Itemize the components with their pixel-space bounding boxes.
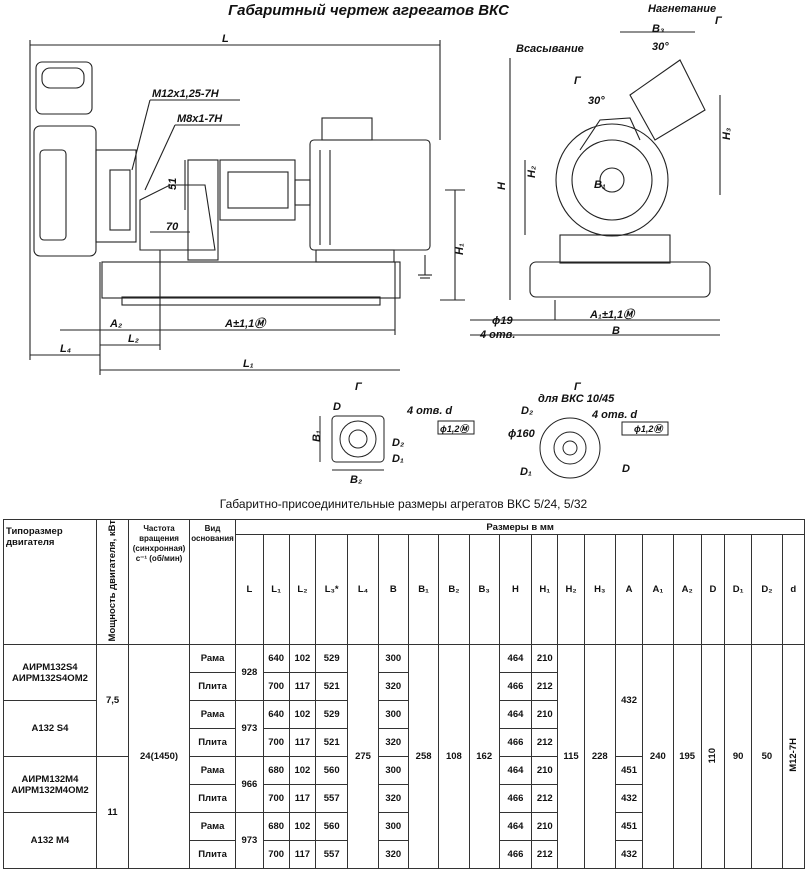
label-suction: Всасывание [516,43,584,55]
hdr-power: Мощность двигателя, кВт [95,518,130,646]
label-30-top: 30° [652,41,669,53]
label-L2: L₂ [128,333,139,345]
hdr-sizes: Размеры в мм [235,518,805,536]
flange-square [331,415,385,463]
label-B3: B₃ [652,23,664,35]
label-G-side: Г [574,75,582,87]
technical-drawing: L M12x1,25-7H M8x1-7H 51 70 A₂ A±1,1Ⓜ L₂… [29,3,733,486]
label-H1: H₁ [454,243,466,255]
label-D: D [333,401,341,413]
label-A1: A±1,1Ⓜ [224,317,267,330]
label-holesD2: 4 отв. d [591,409,637,421]
pump-front-casing [555,123,669,237]
label-D1: D₁ [392,453,404,465]
label-L1: L₁ [243,358,254,370]
label-thread1: M12x1,25-7H [152,88,220,100]
label-D2: D₂ [392,437,404,449]
label-viewG: Г [355,381,363,393]
front-base [529,261,711,298]
hdr-speed: Частота вращения (синхронная) с⁻¹ (об/ми… [128,518,190,646]
label-51: 51 [167,178,179,190]
motor [309,139,431,251]
hdr-base: Вид основания [188,518,237,646]
label-hole19: ϕ19 [492,315,513,327]
label-d160: ϕ160 [508,428,536,440]
flange-round [539,417,601,479]
label-70: 70 [166,221,179,233]
label-tol: ϕ1,2Ⓜ [440,424,470,434]
label-Db: D [622,463,630,475]
label-L4: L₄ [60,343,71,355]
label-G-top: Г [715,15,723,27]
label-30-side: 30° [588,95,605,107]
label-H3: H₃ [721,128,733,140]
label-forVKS: для ВКС 10/45 [538,393,615,405]
dimensions-table: Типоразмер двигателя Мощность двигателя,… [3,518,806,869]
table-row: АИРМ132S4 АИРМ132S4ОМ2 7,5 24(1450) Рама… [3,644,806,869]
label-discharge: Нагнетание [648,3,716,15]
base-frame [101,261,401,299]
label-B2: B₂ [350,474,362,486]
drawing-title: Габаритный чертеж агрегатов ВКС [228,2,509,19]
label-B: B [612,325,620,337]
label-A2: A₂ [109,318,122,330]
label-L: L [222,33,229,45]
label-A1b: A₁±1,1Ⓜ [589,308,636,321]
label-B1b: B₁ [311,430,323,442]
label-B1: B₁ [594,179,606,191]
hdr-motor: Типоразмер двигателя [3,518,97,646]
label-H: H [496,181,508,190]
label-D2b: D₂ [521,405,533,417]
label-tol2: ϕ1,2Ⓜ [634,424,664,434]
label-viewG2: Г [574,381,582,393]
discharge-nozzle [629,59,706,141]
label-holes4: 4 отв. [479,329,515,341]
label-thread2: M8x1-7H [177,113,223,125]
pump-body [33,125,97,257]
label-H2: H₂ [526,166,538,178]
pump-head [35,61,93,115]
label-holesD: 4 отв. d [406,405,452,417]
label-D1b: D₁ [520,466,532,478]
table-caption: Габаритно-присоединительные размеры агре… [219,497,588,511]
